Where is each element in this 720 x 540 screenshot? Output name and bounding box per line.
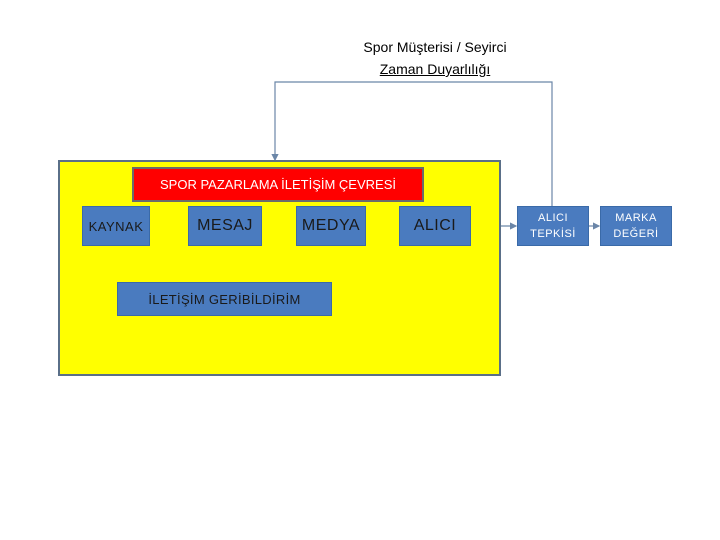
- header-line-1: Spor Müşterisi / Seyirci: [363, 39, 507, 55]
- marka-degeri-line-1: MARKA: [615, 212, 657, 224]
- alici-tepkisi-line-1: ALICI: [537, 212, 568, 224]
- marka-degeri-line-2: DEĞERİ: [613, 228, 659, 240]
- environment-label-box: SPOR PAZARLAMA İLETİŞİM ÇEVRESİ: [132, 167, 424, 202]
- alici-tepkisi-line-2: TEPKİSİ: [530, 228, 576, 240]
- marka-degeri-node: MARKA DEĞERİ: [600, 206, 672, 246]
- kaynak-node: KAYNAK: [82, 206, 150, 246]
- alici-tepkisi-node: ALICI TEPKİSİ: [517, 206, 589, 246]
- alici-node: ALICI: [399, 206, 471, 246]
- mesaj-node: MESAJ: [188, 206, 262, 246]
- feedback-node: İLETİŞİM GERİBİLDİRİM: [117, 282, 332, 316]
- diagram-header: Spor Müşterisi / Seyirci Zaman Duyarlılı…: [300, 36, 570, 80]
- medya-node: MEDYA: [296, 206, 366, 246]
- header-line-2: Zaman Duyarlılığı: [379, 61, 491, 77]
